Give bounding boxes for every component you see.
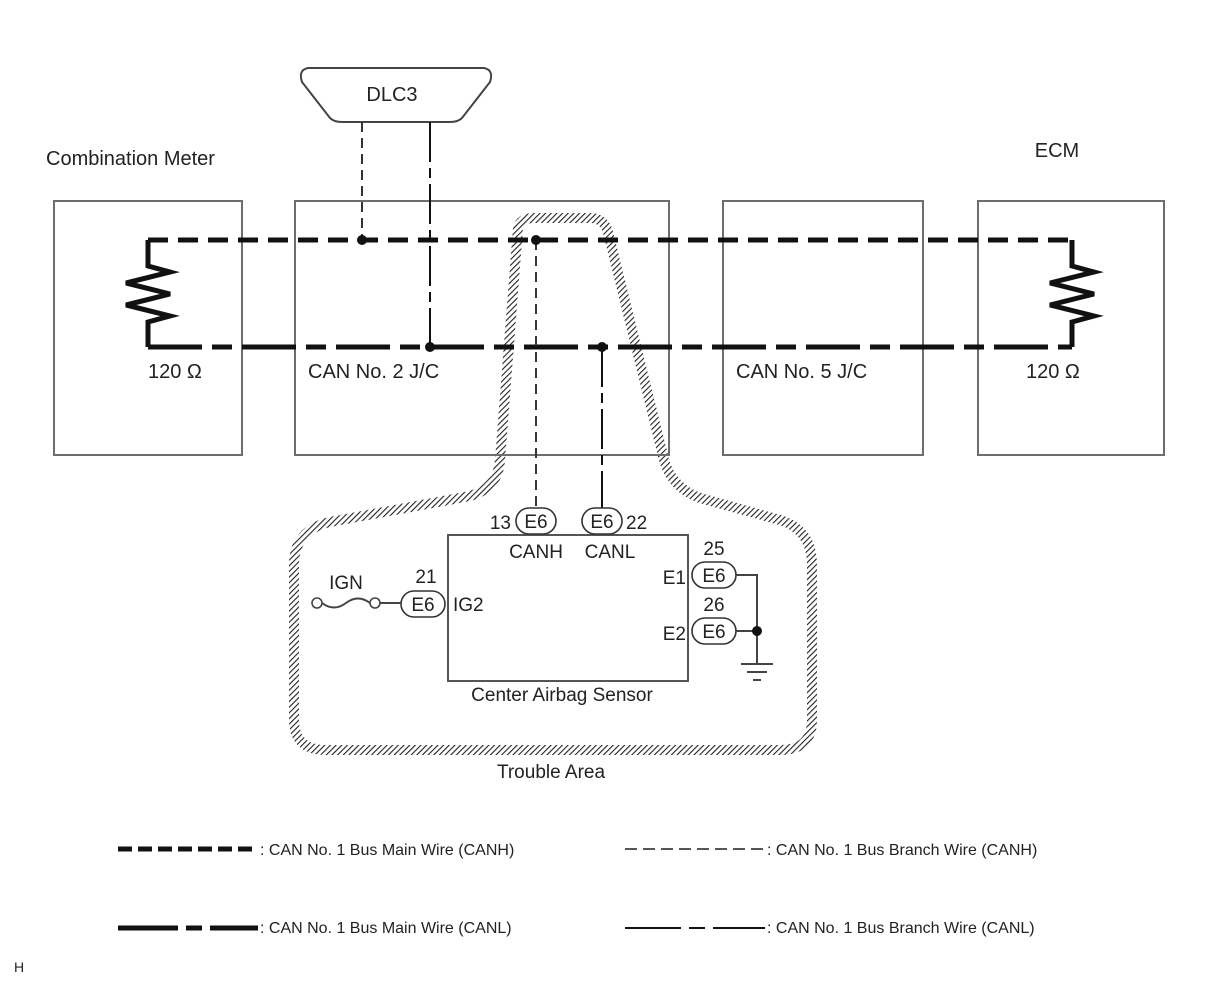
combination-meter-resistor-icon (125, 240, 180, 347)
legend-label-branch-canl: : CAN No. 1 Bus Branch Wire (CANL) (767, 920, 1035, 937)
combination-meter-label: Combination Meter (46, 148, 215, 170)
ign-label: IGN (329, 573, 363, 594)
dlc3-connector (299, 67, 493, 123)
can5-jc-label: CAN No. 5 J/C (736, 361, 867, 383)
signal-canl: CANL (585, 542, 636, 563)
junction-dot (425, 342, 435, 352)
signal-e2: E2 (663, 624, 686, 645)
connector-label: E6 (524, 512, 547, 533)
connector-label: E6 (411, 595, 434, 616)
trouble-area-boundary (289, 213, 817, 755)
ecm-resistor-icon (1049, 240, 1104, 347)
junction-dot (357, 235, 367, 245)
pin-number-22: 22 (626, 513, 647, 534)
corner-mark: H (14, 959, 24, 975)
can2-jc-box (294, 200, 670, 456)
signal-ig2: IG2 (453, 595, 484, 616)
pin-number-25: 25 (703, 539, 724, 560)
ecm-label: ECM (1035, 140, 1079, 162)
junction-dot (597, 342, 607, 352)
connector-e6-pin22 (581, 507, 623, 535)
connector-label: E6 (702, 566, 725, 587)
ign-fuse-icon (311, 597, 401, 609)
trouble-area-label: Trouble Area (497, 762, 606, 783)
can5-jc-box (722, 200, 924, 456)
signal-canh: CANH (509, 542, 563, 563)
pin-number-26: 26 (703, 595, 724, 616)
junction-dot (531, 235, 541, 245)
ground-icon (741, 663, 773, 681)
dlc3-label: DLC3 (366, 84, 417, 106)
can2-jc-label: CAN No. 2 J/C (308, 361, 439, 383)
center-airbag-sensor-label: Center Airbag Sensor (471, 685, 653, 706)
legend-label-branch-canh: : CAN No. 1 Bus Branch Wire (CANH) (767, 842, 1037, 859)
pin-number-21: 21 (415, 567, 436, 588)
center-airbag-sensor-box (447, 534, 689, 682)
ecm-box (977, 200, 1165, 456)
legend-label-main-canh: : CAN No. 1 Bus Main Wire (CANH) (260, 842, 514, 859)
connector-e6-pin13 (515, 507, 557, 535)
signal-e1: E1 (663, 568, 686, 589)
ecm-resistance: 120 Ω (1026, 361, 1080, 383)
legend-label-main-canl: : CAN No. 1 Bus Main Wire (CANL) (260, 920, 512, 937)
connector-label: E6 (590, 512, 613, 533)
connector-label: E6 (702, 622, 725, 643)
ground-wiring (736, 574, 762, 664)
combination-meter-resistance: 120 Ω (148, 361, 202, 383)
combination-meter-box (53, 200, 243, 456)
pin-number-13: 13 (490, 513, 511, 534)
